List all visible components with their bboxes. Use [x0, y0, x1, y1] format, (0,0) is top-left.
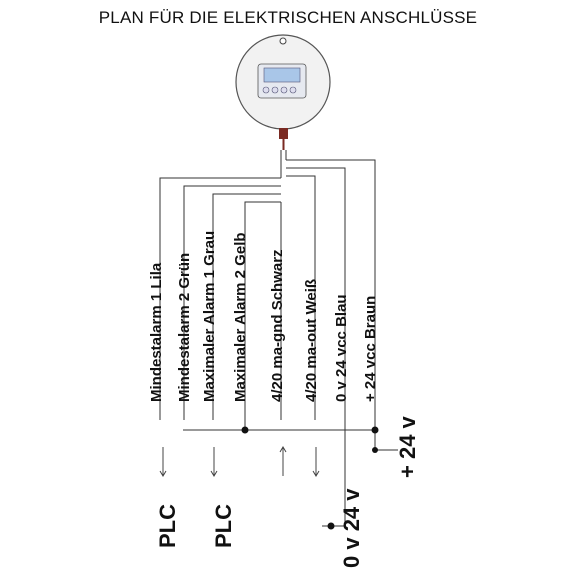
pressure-gauge-icon: [235, 34, 331, 150]
wire-label-5: 4/20 ma-gnd Schwarz: [269, 249, 286, 402]
plus-24v-label: + 24 v: [395, 415, 420, 478]
plc-label-2: PLC: [211, 504, 236, 548]
wire-label-8: + 24 vcc Braun: [362, 296, 379, 402]
wire-label-1: Mindestalarm 1 Lila: [148, 262, 165, 402]
diagram-title: PLAN FÜR DIE ELEKTRISCHEN ANSCHLÜSSE: [98, 8, 478, 27]
wire-label-7: 0 v 24 vcc Blau: [333, 294, 350, 402]
wire-label-6: 4/20 ma-out Weiß: [303, 279, 320, 402]
plc-label-1: PLC: [155, 504, 180, 548]
wire-label-3: Maximaler Alarm 1 Grau: [201, 231, 218, 402]
wire-label-2: Mindestalarm 2 Grün: [176, 253, 193, 402]
arrow-down-icon: [159, 447, 320, 477]
wire-label-4: Maximaler Alarm 2 Gelb: [232, 232, 249, 402]
junction-dots: [241, 426, 379, 530]
arrow-up-icon: [279, 446, 287, 476]
wiring-lines: [159, 150, 398, 527]
zero-volt-label: 0 v 24 v: [339, 488, 364, 568]
